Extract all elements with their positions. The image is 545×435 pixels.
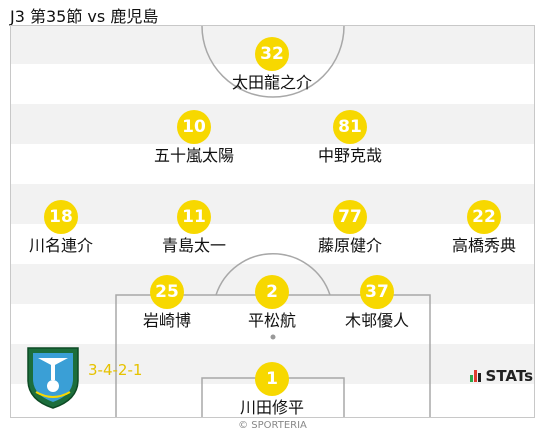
copyright: © SPORTERIA [238,420,307,431]
player-name: 高橋秀典 [451,236,516,255]
player-rcm[interactable]: 77 藤原健介 [290,200,410,256]
team-crest-icon [27,347,79,409]
player-number-badge: 2 [255,275,289,309]
player-number-badge: 1 [255,362,289,396]
formation-label: 3-4-2-1 [88,361,143,379]
player-gk[interactable]: 1 川田修平 [212,362,332,418]
player-lsh[interactable]: 10 五十嵐太陽 [134,110,254,166]
penalty-arc [215,252,331,296]
player-name: 太田龍之介 [231,73,312,92]
player-rwb[interactable]: 22 高橋秀典 [424,200,544,256]
pitch-stripe [11,224,534,264]
player-number-badge: 77 [333,200,367,234]
player-name: 平松航 [247,311,296,330]
player-number-badge: 81 [333,110,367,144]
player-rsh[interactable]: 81 中野克哉 [290,110,410,166]
player-cb[interactable]: 2 平松航 [212,275,332,331]
player-name: 川田修平 [239,398,304,417]
penalty-spot [270,334,276,340]
match-title: J3 第35節 vs 鹿児島 [10,7,159,26]
player-cf[interactable]: 32 太田龍之介 [212,37,332,93]
player-lwb[interactable]: 18 川名連介 [1,200,121,256]
player-number-badge: 18 [44,200,78,234]
pitch-stripe [11,144,534,184]
player-name: 五十嵐太陽 [153,146,234,165]
player-name: 川名連介 [28,236,93,255]
stats-bars-icon [469,370,481,382]
player-number-badge: 11 [177,200,211,234]
player-name: 藤原健介 [317,236,382,255]
player-rcb[interactable]: 37 木邨優人 [317,275,437,331]
center-circle-top [201,26,345,98]
stats-brand-label: STATs [485,367,533,385]
player-number-badge: 25 [150,275,184,309]
player-name: 岩崎博 [142,311,191,330]
player-name: 青島太一 [161,236,226,255]
player-number-badge: 10 [177,110,211,144]
player-number-badge: 37 [360,275,394,309]
player-number-badge: 32 [255,37,289,71]
player-number-badge: 22 [467,200,501,234]
player-lcb[interactable]: 25 岩崎博 [107,275,227,331]
stats-logo: STATs [469,367,533,385]
player-name: 木邨優人 [344,311,409,330]
player-name: 中野克哉 [317,146,382,165]
player-lcm[interactable]: 11 青島太一 [134,200,254,256]
